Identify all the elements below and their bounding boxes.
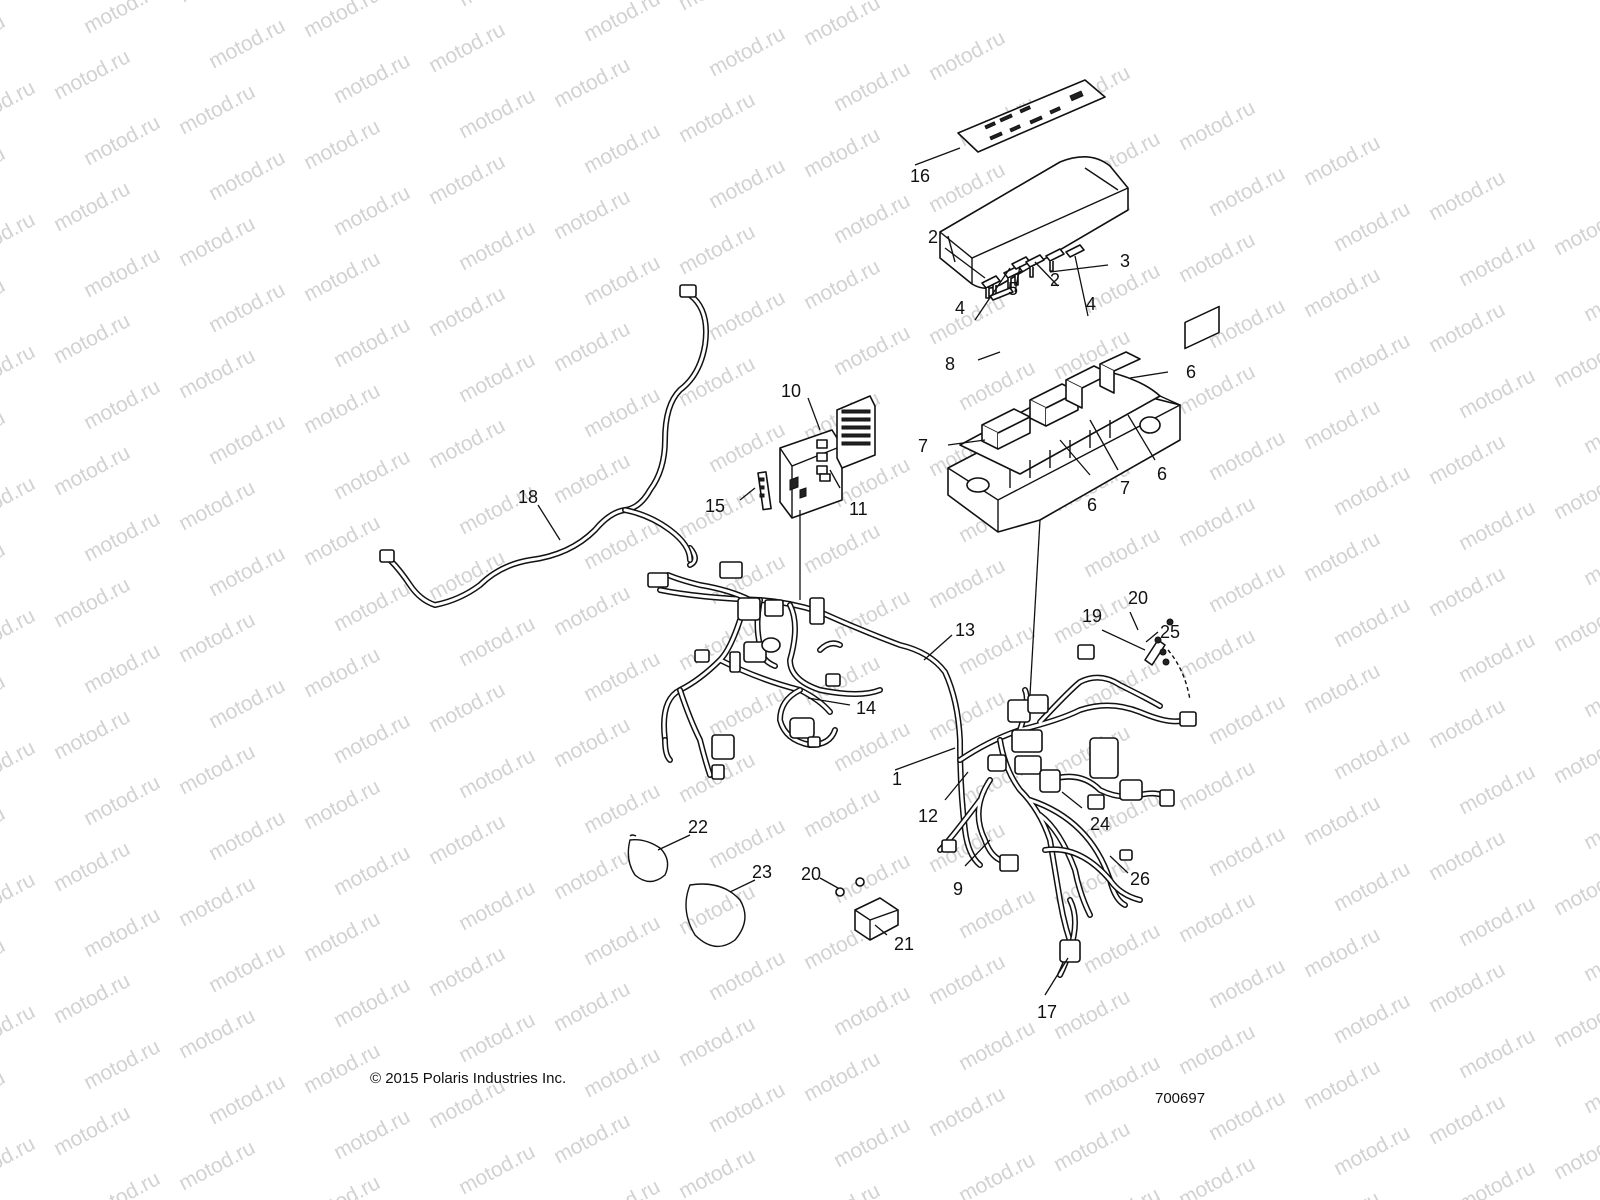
callout-7-right: 7 <box>1120 478 1130 498</box>
fuse-set <box>981 244 1085 301</box>
callout-13: 13 <box>955 620 975 640</box>
callout-6-right: 6 <box>1157 464 1167 484</box>
relay-module <box>757 395 876 519</box>
callout-9: 9 <box>953 879 963 899</box>
callout-3: 3 <box>1120 251 1130 271</box>
leader-lines <box>537 147 1169 996</box>
callout-4-left: 4 <box>955 298 965 318</box>
rear-wiring-harness <box>387 292 709 608</box>
ground-terminal <box>1144 618 1191 701</box>
callout-26: 26 <box>1130 869 1150 889</box>
callout-19: 19 <box>1082 606 1102 626</box>
callout-12: 12 <box>918 806 938 826</box>
callout-2-left: 2 <box>928 227 938 247</box>
callout-16: 16 <box>910 166 930 186</box>
callout-24: 24 <box>1090 814 1110 834</box>
callout-20-top: 20 <box>1128 588 1148 608</box>
callout-4-right: 4 <box>1086 294 1096 314</box>
callout-6-top: 6 <box>1186 362 1196 382</box>
callout-1: 1 <box>892 769 902 789</box>
callout-6-bottom: 6 <box>1087 495 1097 515</box>
callout-11: 11 <box>849 499 868 519</box>
callout-23: 23 <box>752 862 772 882</box>
callout-2-right: 2 <box>1050 270 1060 290</box>
callout-18: 18 <box>518 487 538 507</box>
mounting-bracket <box>835 877 899 941</box>
callout-labels: 1 2 2 3 4 4 5 6 6 6 7 7 8 9 10 11 12 13 … <box>518 166 1196 1022</box>
cable-straps <box>627 834 746 948</box>
diagram-number: 700697 <box>1155 1090 1206 1107</box>
fuse-box-cover <box>939 156 1129 290</box>
harness-connectors <box>379 284 1197 963</box>
callout-10: 10 <box>781 381 801 401</box>
fuse-box <box>947 305 1220 533</box>
callout-21: 21 <box>894 934 914 954</box>
callout-20-bottom: 20 <box>801 864 821 884</box>
callout-25: 25 <box>1160 622 1180 642</box>
callout-8: 8 <box>945 354 955 374</box>
callout-22: 22 <box>688 817 708 837</box>
callout-15: 15 <box>705 496 725 516</box>
fuse-box-decal <box>957 79 1106 153</box>
callout-14: 14 <box>856 698 876 718</box>
callout-7-left: 7 <box>918 436 928 456</box>
callout-5: 5 <box>1008 279 1018 299</box>
callout-17: 17 <box>1037 1002 1057 1022</box>
copyright-notice: © 2015 Polaris Industries Inc. <box>370 1070 567 1087</box>
